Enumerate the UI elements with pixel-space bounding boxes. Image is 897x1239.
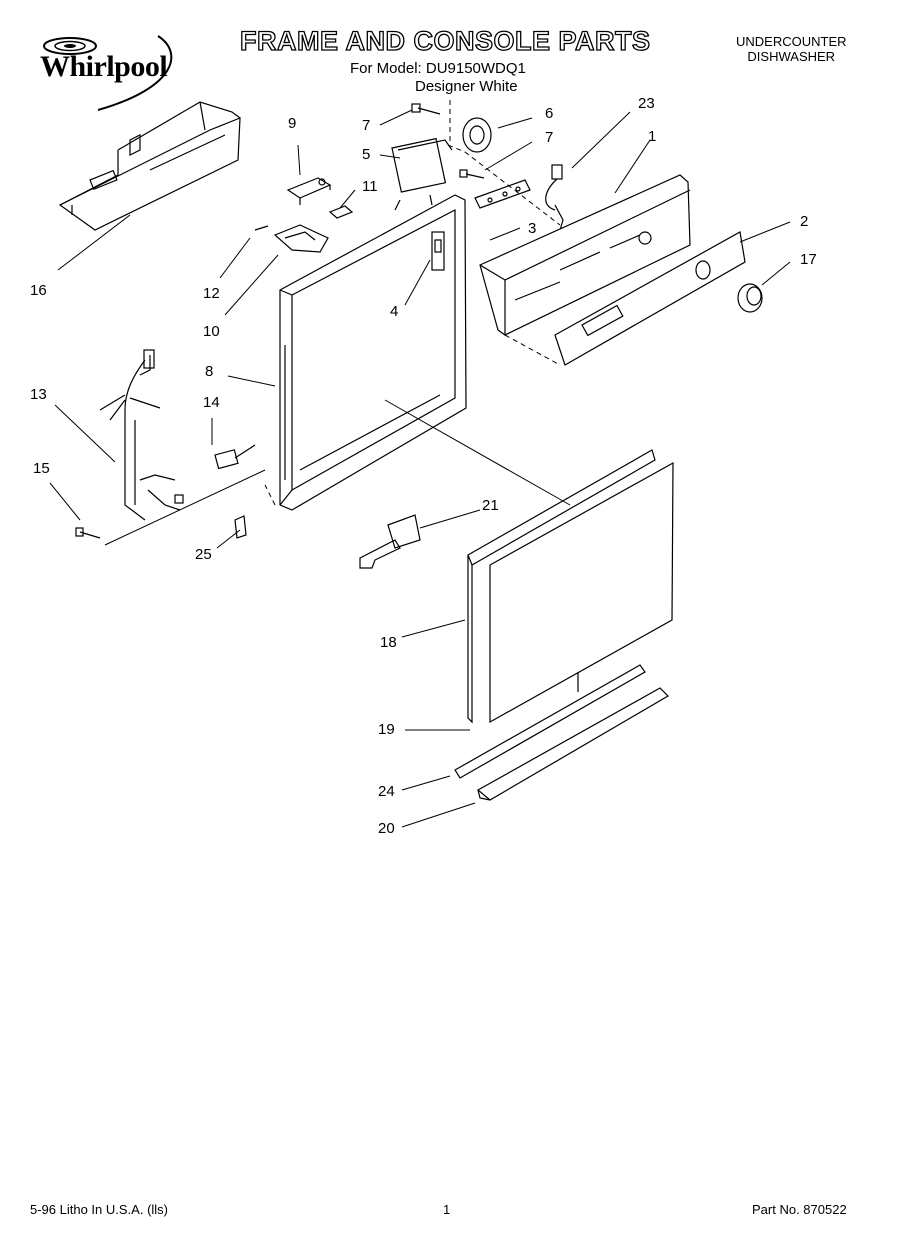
callout-8: 8: [205, 363, 214, 380]
callout-3: 3: [528, 220, 537, 237]
part-10-latch-bracket: [273, 224, 329, 253]
part-5-timer: [391, 137, 453, 211]
callout-23: 23: [638, 95, 655, 112]
page-title: FRAME AND CONSOLE PARTS: [239, 25, 651, 56]
model-color: Designer White: [415, 78, 518, 95]
callout-14: 14: [203, 394, 220, 411]
part-8-door-frame: [279, 194, 467, 511]
appliance-type: UNDERCOUNTER DISHWASHER: [736, 34, 847, 64]
part-18-door-panel: [467, 449, 656, 724]
appliance-line-1: UNDERCOUNTER: [736, 34, 847, 49]
callout-10: 10: [203, 323, 220, 340]
model-number: For Model: DU9150WDQ1: [350, 60, 526, 77]
callout-19: 19: [378, 721, 395, 738]
callout-9: 9: [288, 115, 297, 132]
callout-18: 18: [380, 634, 397, 651]
part-25-clip: [234, 515, 247, 539]
assembly-dash-lines: [264, 100, 561, 506]
callout-5: 5: [362, 146, 371, 163]
part-16-housing-cover: [58, 101, 241, 231]
callout-11: 11: [362, 178, 378, 195]
part-1-console: [479, 174, 691, 336]
part-3-terminal-block: [474, 179, 531, 209]
part-24-door-strip: [454, 664, 646, 779]
callout-2: 2: [800, 213, 809, 230]
part-7-screw-top: [411, 103, 441, 115]
part-13-wire-harness: [99, 349, 184, 521]
part-17-knob: [737, 283, 763, 313]
part-12-pin: [254, 225, 269, 231]
whirlpool-swirl-icon: [43, 35, 173, 111]
callout-7-mid: 7: [545, 129, 554, 146]
part-number: Part No. 870522: [752, 1202, 847, 1217]
callout-24: 24: [378, 783, 395, 800]
callout-20: 20: [378, 820, 395, 837]
part-4-door-latch: [431, 231, 445, 271]
callout-13: 13: [30, 386, 47, 403]
part-20-bottom-trim: [476, 687, 669, 801]
part-11-actuator: [328, 205, 354, 219]
part-21-door-stop: [359, 514, 421, 569]
part-23-wire-connector: [545, 164, 564, 231]
print-info: 5-96 Litho In U.S.A. (lls): [30, 1202, 168, 1217]
callout-7-top: 7: [362, 117, 371, 134]
brand-name: Whirlpool: [40, 50, 168, 83]
part-14-door-switch: [214, 444, 256, 470]
part-2-control-panel: [554, 231, 746, 366]
part-19-door-insert: [489, 461, 674, 724]
callout-21: 21: [482, 497, 499, 514]
callout-17: 17: [800, 251, 817, 268]
callout-6: 6: [545, 105, 554, 122]
leader-lines: [49, 109, 791, 828]
part-7-screw-mid: [459, 169, 485, 179]
part-9-switch: [286, 177, 332, 205]
whirlpool-logo: Whirlpool: [28, 32, 188, 112]
callout-25: 25: [195, 546, 212, 563]
callout-1: 1: [648, 128, 657, 145]
page-number: 1: [443, 1202, 451, 1217]
part-15-screw: [75, 527, 101, 539]
callout-12: 12: [203, 285, 220, 302]
appliance-line-2: DISHWASHER: [747, 49, 836, 64]
callout-15: 15: [33, 460, 50, 477]
callout-16: 16: [30, 282, 47, 299]
part-6-timer-dial: [462, 117, 492, 153]
callout-4: 4: [390, 303, 399, 320]
